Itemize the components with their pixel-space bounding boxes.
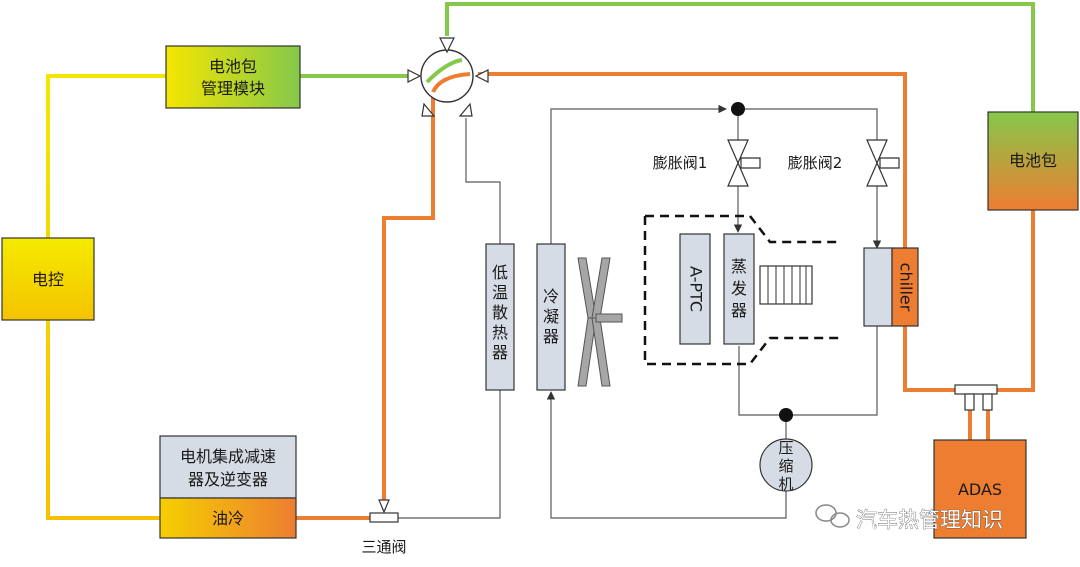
thin-line-radiator-top bbox=[465, 118, 501, 244]
evaporator: 蒸 发 器 bbox=[723, 233, 755, 345]
condenser: 冷 凝 器 bbox=[536, 243, 566, 391]
motor-control-unit: 电控 bbox=[1, 237, 95, 321]
radiator-char-2: 温 bbox=[492, 283, 508, 302]
radiator-char-3: 散 bbox=[492, 303, 508, 322]
refrigerant-top-right bbox=[738, 108, 878, 140]
refrigerant-compressor-out bbox=[546, 391, 787, 519]
expansion-valve-2-label: 膨胀阀2 bbox=[788, 154, 843, 172]
expansion-valve-1-label: 膨胀阀1 bbox=[653, 154, 708, 172]
radiator-char-4: 热 bbox=[492, 323, 508, 342]
three-way-valve-label: 三通阀 bbox=[361, 538, 406, 556]
thin-line-radiator bbox=[396, 390, 501, 519]
three-way-valve: 三通阀 bbox=[361, 499, 407, 556]
evaporator-char-2: 发 bbox=[731, 279, 747, 298]
oil-cooling-box bbox=[159, 497, 297, 539]
junction-dot-top bbox=[731, 102, 745, 116]
orange-coolant-line-a bbox=[478, 72, 907, 248]
compressor-char-2: 缩 bbox=[778, 457, 793, 475]
chiller-label: chiller bbox=[897, 263, 916, 312]
refrigerant-return bbox=[738, 326, 878, 416]
motor-control-label: 电控 bbox=[32, 270, 64, 289]
green-coolant-line-b bbox=[445, 2, 1035, 112]
junction-dot-bottom bbox=[779, 408, 793, 422]
compressor-char-3: 机 bbox=[778, 475, 793, 493]
expansion-valve-2: 膨胀阀2 bbox=[788, 139, 900, 187]
compressor: 压 缩 机 bbox=[759, 438, 813, 493]
battery-pack-label: 电池包 bbox=[1009, 151, 1057, 170]
a-ptc-heater: A-PTC bbox=[679, 233, 711, 345]
evaporator-char-3: 器 bbox=[731, 301, 747, 320]
wechat-icon bbox=[815, 504, 850, 528]
orange-coolant-line-b bbox=[903, 210, 1035, 392]
refrigerant-top-line bbox=[550, 104, 727, 244]
adas-splitter bbox=[954, 384, 998, 411]
oil-cooling-label: 油冷 bbox=[212, 509, 244, 528]
battery-management-module: 电池包 管理模块 bbox=[165, 45, 301, 109]
adas-unit: ADAS bbox=[933, 439, 1027, 539]
fan-icon bbox=[577, 257, 623, 387]
condenser-char-2: 凝 bbox=[543, 307, 559, 326]
radiator-char-5: 器 bbox=[492, 343, 508, 362]
radiator-char-1: 低 bbox=[492, 263, 508, 282]
battery-mgmt-label-1: 电池包 bbox=[209, 57, 257, 76]
adas-label: ADAS bbox=[958, 480, 1002, 499]
low-temperature-radiator: 低 温 散 热 器 bbox=[485, 243, 515, 391]
motor-integrated-unit: 电机集成减速 器及逆变器 油冷 bbox=[159, 435, 297, 539]
compressor-char-1: 压 bbox=[778, 439, 793, 457]
hvac-duct-outline bbox=[643, 214, 840, 366]
motor-unit-label-2: 器及逆变器 bbox=[188, 470, 268, 489]
a-ptc-label: A-PTC bbox=[687, 266, 706, 312]
battery-pack: 电池包 bbox=[987, 111, 1079, 211]
four-way-valve bbox=[407, 37, 489, 117]
battery-mgmt-label-2: 管理模块 bbox=[201, 79, 265, 98]
watermark-text: 汽车热管理知识 bbox=[856, 508, 1003, 532]
expansion-valve-1: 膨胀阀1 bbox=[653, 139, 761, 187]
motor-unit-label-1: 电机集成减速 bbox=[180, 447, 276, 466]
chiller: chiller bbox=[863, 247, 919, 327]
blower-grille bbox=[759, 265, 813, 305]
orange-coolant-line-c bbox=[382, 92, 435, 510]
watermark: 汽车热管理知识 bbox=[815, 504, 1003, 532]
condenser-char-1: 冷 bbox=[543, 287, 559, 306]
evaporator-char-1: 蒸 bbox=[731, 257, 747, 276]
condenser-char-3: 器 bbox=[543, 327, 559, 346]
